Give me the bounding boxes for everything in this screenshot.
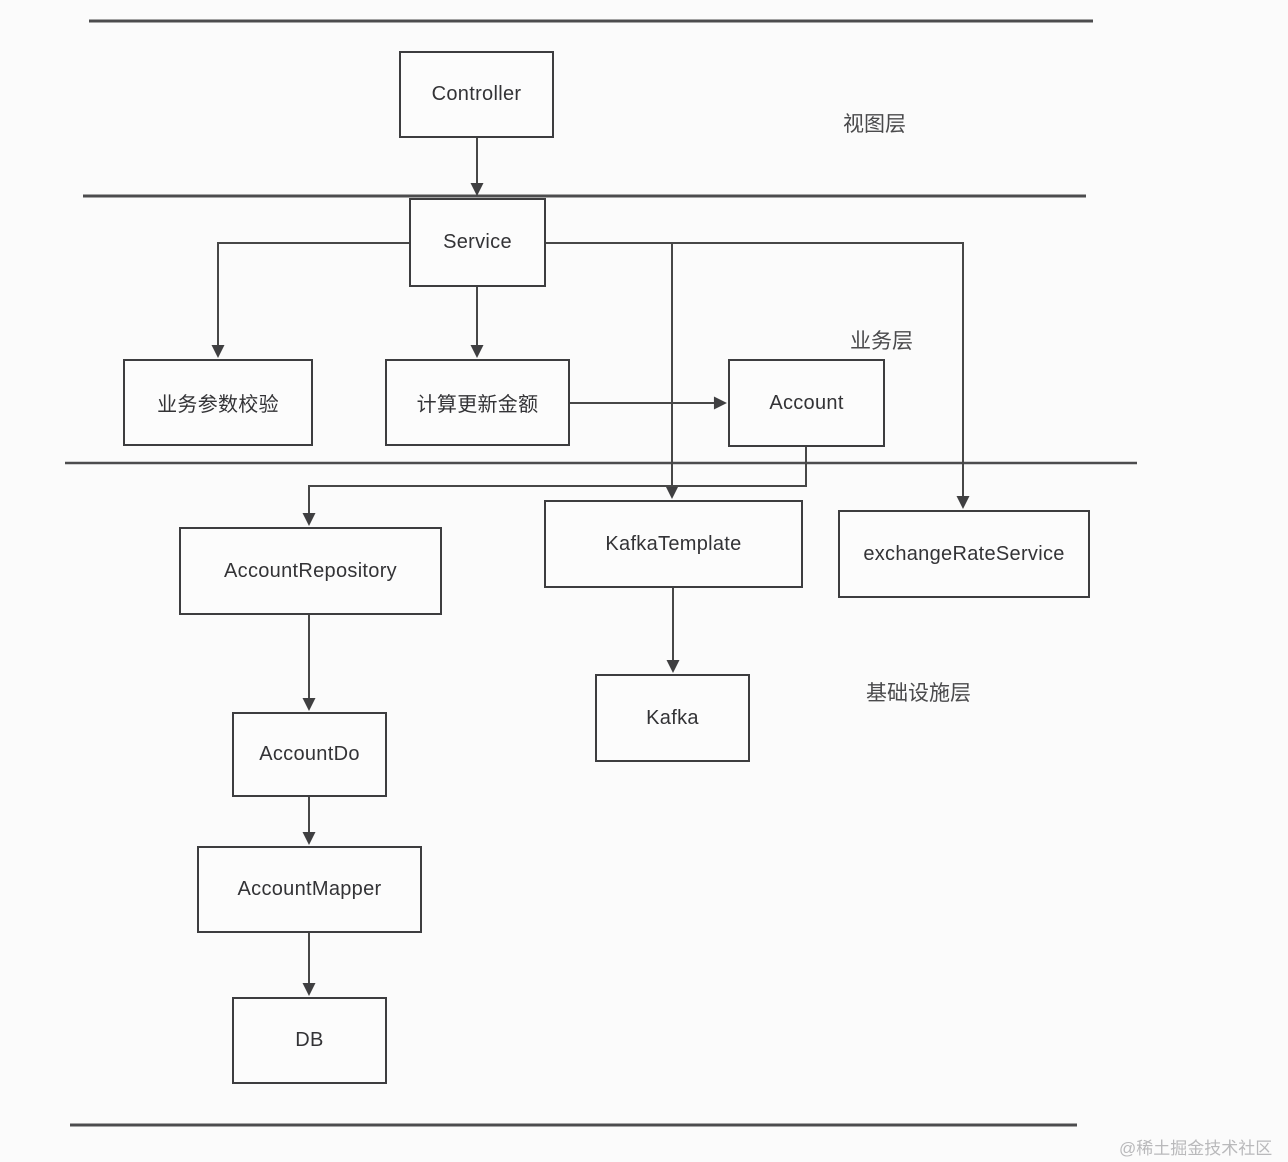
- node-kafka-template: KafkaTemplate: [544, 500, 803, 588]
- node-account-repository: AccountRepository: [179, 527, 442, 615]
- node-label: AccountDo: [259, 743, 360, 765]
- node-label: Service: [443, 231, 512, 253]
- connector-service-exchange-rate-service: [546, 242, 970, 509]
- node-label: Account: [769, 391, 844, 414]
- node-label: DB: [295, 1029, 324, 1051]
- node-account-mapper: AccountMapper: [197, 846, 422, 933]
- node-controller: Controller: [399, 51, 554, 138]
- node-service: Service: [409, 198, 546, 287]
- connector-account-account-repository: [302, 447, 807, 526]
- layer-label-infrastructure: 基础设施层: [866, 682, 971, 705]
- node-label: exchangeRateService: [863, 542, 1065, 565]
- node-label: 计算更新金额: [416, 394, 539, 416]
- node-account-do: AccountDo: [232, 712, 387, 797]
- node-param-check: 业务参数校验: [123, 359, 313, 446]
- node-db: DB: [232, 997, 387, 1084]
- connector-service-param-check: [211, 242, 409, 358]
- node-label: Kafka: [646, 706, 699, 729]
- node-label: AccountRepository: [224, 559, 397, 582]
- node-kafka: Kafka: [595, 674, 750, 762]
- node-calc-amount: 计算更新金额: [385, 359, 570, 446]
- node-label: AccountMapper: [237, 878, 382, 900]
- node-label: Controller: [431, 83, 522, 105]
- node-account: Account: [728, 359, 885, 447]
- layer-label-view: 视图层: [843, 113, 906, 136]
- node-exchange-rate-service: exchangeRateService: [838, 510, 1090, 598]
- node-label: KafkaTemplate: [605, 532, 742, 555]
- watermark-text: @稀土掘金技术社区: [1119, 1139, 1273, 1158]
- node-label: 业务参数校验: [157, 394, 279, 416]
- layer-label-business: 业务层: [850, 330, 913, 353]
